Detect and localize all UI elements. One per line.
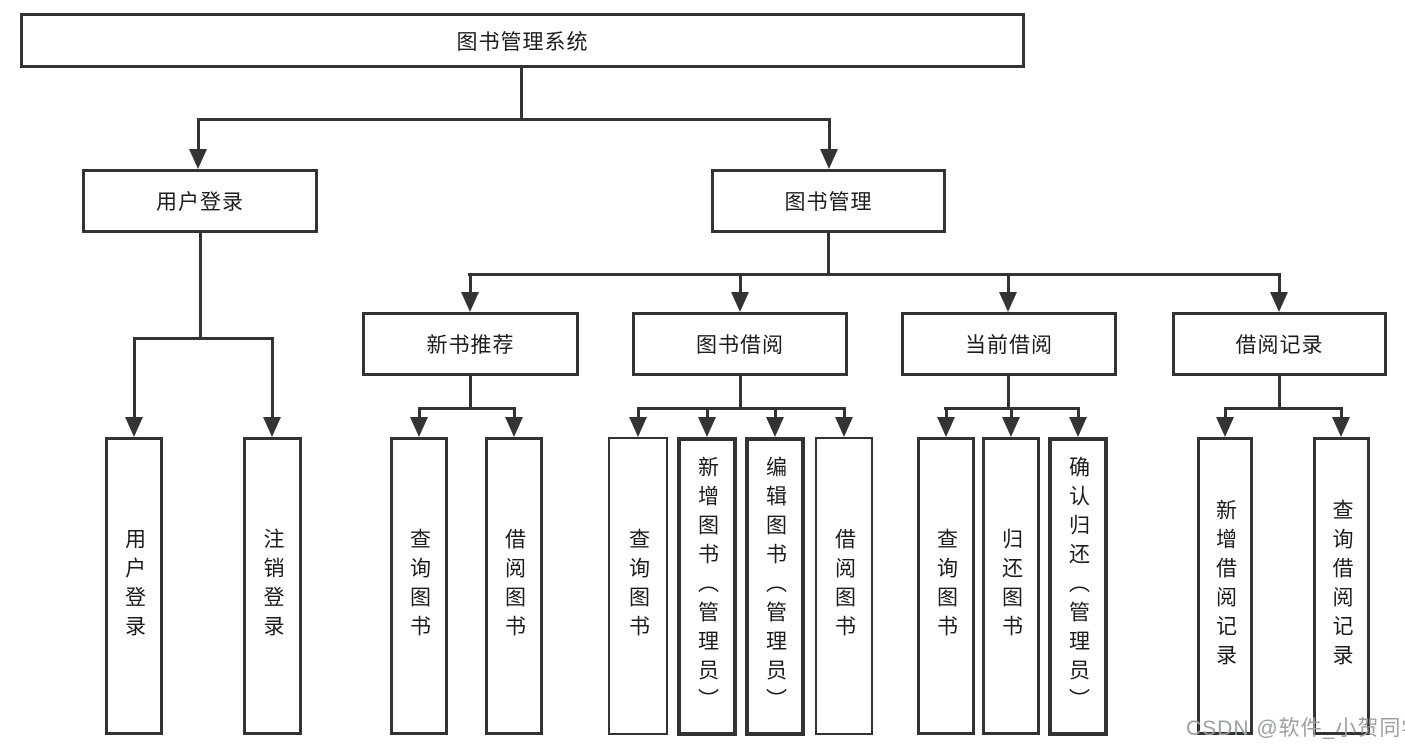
connector-nb-stem xyxy=(469,376,472,407)
arrow-down-icon xyxy=(698,417,716,437)
node-label: 新书推荐 xyxy=(426,334,515,357)
leaf-add-borrow-record: 新增借阅记录 xyxy=(1197,437,1253,735)
connector-drop-leaf xyxy=(1010,407,1013,419)
arrow-down-icon xyxy=(766,417,784,437)
node-label: 用户登录 xyxy=(122,528,146,644)
arrow-down-icon xyxy=(1216,417,1234,437)
connector-drop-leaf xyxy=(1224,407,1227,419)
arrow-down-icon xyxy=(1002,417,1020,437)
connector-bb-crossbar xyxy=(637,407,846,410)
connector-drop-leaf xyxy=(133,337,136,419)
connector-drop-leaf xyxy=(271,337,274,419)
leaf-borrow-book-nb: 借阅图书 xyxy=(485,437,543,735)
connector-book-mgmt-crossbar xyxy=(468,273,1281,276)
connector-drop-leaf xyxy=(1077,407,1080,419)
arrow-down-icon xyxy=(263,417,281,437)
arrow-down-icon xyxy=(505,417,523,437)
connector-drop-user-login xyxy=(197,118,200,151)
arrow-down-icon xyxy=(125,417,143,437)
leaf-add-book-admin: 新增图书（管理员） xyxy=(677,437,737,736)
connector-drop-leaf xyxy=(843,407,846,419)
connector-book-mgmt-stem xyxy=(827,233,830,273)
connector-drop-module xyxy=(1007,273,1010,294)
leaf-edit-book-admin: 编辑图书（管理员） xyxy=(745,437,805,736)
arrow-down-icon xyxy=(820,149,838,169)
csdn-watermark: CSDN @软件_小贺同学 xyxy=(1186,717,1405,740)
node-label: 新增借阅记录 xyxy=(1213,499,1237,673)
node-label: 查询图书 xyxy=(407,528,431,644)
connector-nb-crossbar xyxy=(418,407,516,410)
leaf-query-book-nb: 查询图书 xyxy=(390,437,448,735)
connector-user-login-crossbar xyxy=(133,337,273,340)
arrow-down-icon xyxy=(461,292,479,312)
node-label: 新增图书（管理员） xyxy=(695,456,719,717)
connector-bb-stem xyxy=(739,376,742,407)
arrow-down-icon xyxy=(629,417,647,437)
connector-root-stem xyxy=(520,68,523,118)
connector-user-login-stem xyxy=(199,233,202,337)
connector-root-crossbar xyxy=(197,118,831,121)
node-label: 确认归还（管理员） xyxy=(1066,456,1090,717)
node-label: 查询图书 xyxy=(626,528,650,644)
connector-drop-leaf xyxy=(513,407,516,419)
connector-cb-stem xyxy=(1007,376,1010,407)
connector-br-crossbar xyxy=(1224,407,1342,410)
connector-drop-book-mgmt xyxy=(828,118,831,151)
arrow-down-icon xyxy=(835,417,853,437)
node-user-login-branch: 用户登录 xyxy=(82,169,318,233)
leaf-query-book-bb: 查询图书 xyxy=(608,437,668,735)
node-label: 查询借阅记录 xyxy=(1330,499,1353,673)
arrow-down-icon xyxy=(937,417,955,437)
arrow-down-icon xyxy=(1332,417,1350,437)
arrow-down-icon xyxy=(731,292,749,312)
node-borrowing-records: 借阅记录 xyxy=(1172,312,1387,376)
connector-drop-module xyxy=(469,273,472,294)
leaf-query-book-cb: 查询图书 xyxy=(917,437,975,735)
arrow-down-icon xyxy=(1270,292,1288,312)
node-label: 编辑图书（管理员） xyxy=(763,456,787,717)
leaf-return-book: 归还图书 xyxy=(982,437,1040,735)
leaf-borrow-book-bb: 借阅图书 xyxy=(815,437,873,735)
connector-drop-leaf xyxy=(418,407,421,419)
node-label: 图书管理 xyxy=(784,191,873,214)
arrow-down-icon xyxy=(1069,417,1087,437)
connector-br-stem xyxy=(1278,376,1281,407)
node-label: 当前借阅 xyxy=(965,334,1053,357)
arrow-down-icon xyxy=(410,417,428,437)
leaf-query-borrow-record: 查询借阅记录 xyxy=(1313,437,1370,735)
node-current-borrowing: 当前借阅 xyxy=(901,312,1117,376)
node-book-borrowing: 图书借阅 xyxy=(632,312,848,376)
leaf-user-login: 用户登录 xyxy=(105,437,163,735)
arrow-down-icon xyxy=(999,292,1017,312)
node-book-management-branch: 图书管理 xyxy=(711,169,946,233)
connector-drop-leaf xyxy=(945,407,948,419)
connector-drop-leaf xyxy=(774,407,777,419)
node-label: 借阅图书 xyxy=(502,528,526,644)
node-label: 注销登录 xyxy=(261,528,284,644)
node-label: 借阅图书 xyxy=(832,528,856,644)
node-label: 图书借阅 xyxy=(696,334,784,357)
leaf-confirm-return-admin: 确认归还（管理员） xyxy=(1048,437,1108,736)
node-label: 查询图书 xyxy=(934,528,958,644)
node-label: 借阅记录 xyxy=(1235,334,1324,357)
node-label: 图书管理系统 xyxy=(456,30,589,54)
leaf-logout: 注销登录 xyxy=(243,437,302,735)
node-label: 用户登录 xyxy=(156,191,244,214)
connector-drop-leaf xyxy=(637,407,640,419)
connector-drop-module xyxy=(1278,273,1281,294)
connector-drop-leaf xyxy=(1340,407,1343,419)
connector-drop-leaf xyxy=(706,407,709,419)
node-label: 归还图书 xyxy=(999,528,1023,644)
connector-drop-module xyxy=(739,273,742,294)
node-library-management-system: 图书管理系统 xyxy=(20,13,1025,68)
node-new-book-recommendation: 新书推荐 xyxy=(362,312,579,376)
arrow-down-icon xyxy=(189,149,207,169)
